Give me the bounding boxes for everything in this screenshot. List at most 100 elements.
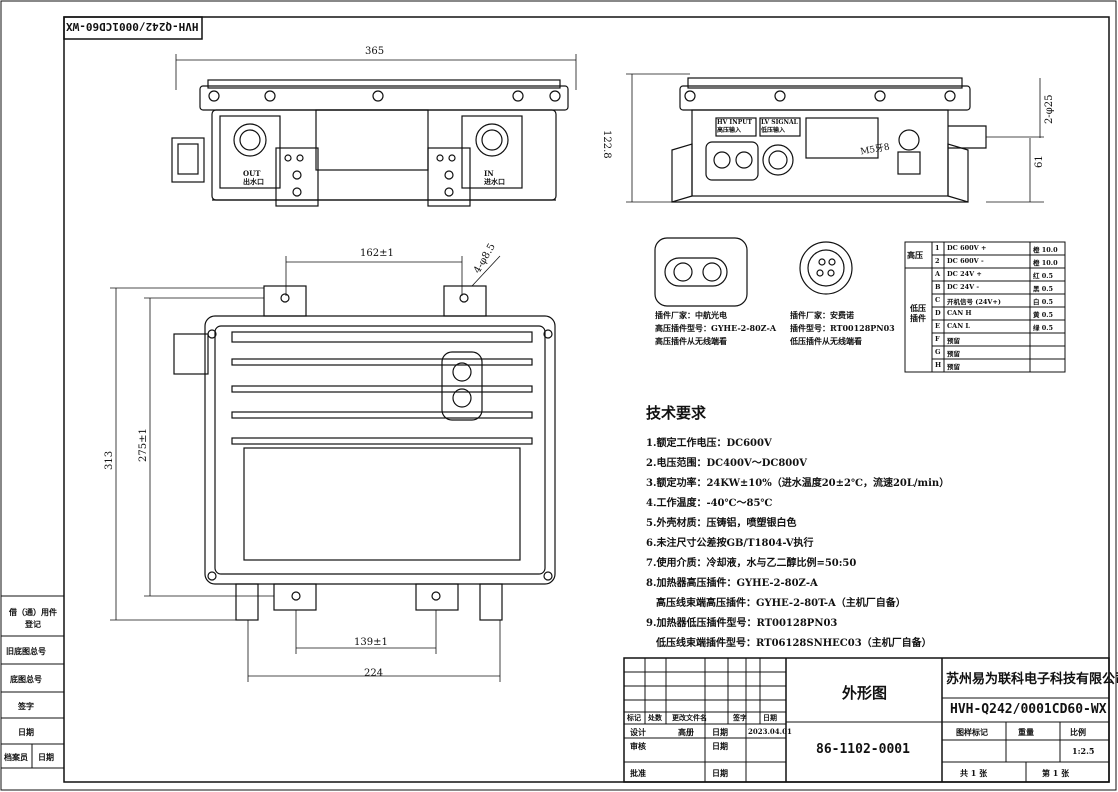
out-label: OUT 出水口 xyxy=(243,169,264,186)
pin-id: E xyxy=(935,322,940,330)
date-label-3: 日期 xyxy=(712,768,728,778)
pin-group-hv: 高压 xyxy=(907,250,923,260)
title-block-header-cell: 标记 xyxy=(627,713,641,722)
pin-signal: DC 24V - xyxy=(947,283,980,291)
tech-item: 4.工作温度：-40℃～85℃ xyxy=(646,498,773,509)
title-block-header-cell: 签字 xyxy=(733,713,747,722)
dim-mount-spacing-side: 275±1 xyxy=(138,428,149,462)
tech-item: 7.使用介质：冷却液，水与乙二醇比例=50:50 xyxy=(646,558,857,569)
dim-bottom-width: 224 xyxy=(364,668,384,679)
lv-note: 低压插件从无线端看 xyxy=(790,336,862,346)
lv-connector-face xyxy=(799,241,853,295)
dim-overall-height: 313 xyxy=(104,450,115,470)
pin-wire: 绿 0.5 xyxy=(1033,324,1054,332)
plan-dims xyxy=(110,255,501,682)
designer-name: 高册 xyxy=(678,727,694,737)
pin-signal: 预留 xyxy=(947,337,960,345)
pin-signal: CAN H xyxy=(947,309,972,317)
title-block-header-cell: 处数 xyxy=(648,713,662,722)
drawing-code-flipped: HVH-Q242/0001CD60-WX xyxy=(66,20,199,33)
pin-wire: 橙 10.0 xyxy=(1033,246,1058,254)
left-label-sign: 签字 xyxy=(18,701,34,711)
drawing-code: HVH-Q242/0001CD60-WX xyxy=(950,702,1107,717)
drawing-name: 外形图 xyxy=(842,684,888,702)
tech-item: 低压线束端插件型号：RT06128SNHEC03（主机厂自备） xyxy=(656,638,932,649)
pin-wire: 橙 10.0 xyxy=(1033,259,1058,267)
pin-table-grid xyxy=(904,241,1066,373)
hv-input-label: HV INPUT 高压输入 xyxy=(717,119,752,134)
lv-vendor: 插件厂家：安费诺 xyxy=(790,310,854,320)
drawing-number: 86-1102-0001 xyxy=(816,742,910,757)
sheet-count: 共 1 张 xyxy=(960,768,988,778)
tech-item: 6.未注尺寸公差按GB/T1804-V执行 xyxy=(646,538,814,549)
dim-top-width: 365 xyxy=(365,46,385,57)
tech-item: 8.加热器高压插件：GYHE-2-80Z-A xyxy=(646,578,818,589)
sheet-number: 第 1 张 xyxy=(1042,768,1070,778)
tech-item: 9.加热器低压插件型号：RT00128PN03 xyxy=(646,618,838,629)
approve-label: 批准 xyxy=(630,768,646,778)
pin-signal: DC 600V - xyxy=(947,257,984,265)
pin-id: G xyxy=(935,348,941,356)
pin-signal: 预留 xyxy=(947,363,960,371)
lv-input-label: LV SIGNAL 低压输入 xyxy=(761,119,798,134)
pin-id: B xyxy=(935,283,941,291)
in-label: IN 进水口 xyxy=(484,169,505,186)
tech-item: 高压线束端高压插件：GYHE-2-80T-A（主机厂自备） xyxy=(656,598,906,609)
weight-label: 重量 xyxy=(1018,727,1034,737)
left-label-old-base: 旧底图总号 xyxy=(6,646,46,656)
scale-value: 1:2.5 xyxy=(1072,746,1095,756)
title-block-header-cell: 日期 xyxy=(763,713,777,722)
tech-item: 3.额定功率：24KW±10%（进水温度20±2℃，流速20L/min） xyxy=(646,478,950,489)
left-label-borrow: 借（通）用件登记 xyxy=(9,607,57,629)
dim-mount-spacing-top: 162±1 xyxy=(360,248,394,259)
left-record-block xyxy=(1,595,64,769)
date-label: 日期 xyxy=(712,727,728,737)
pin-signal: CAN L xyxy=(947,322,970,330)
hv-connector-face xyxy=(654,237,748,307)
scale-label: 比例 xyxy=(1070,727,1086,737)
pin-group-lv: 低压插件 xyxy=(910,303,926,323)
tech-title: 技术要求 xyxy=(646,404,707,422)
pin-wire: 黄 0.5 xyxy=(1033,311,1054,319)
dim-pipe-height: 61 xyxy=(1034,155,1045,168)
hv-note: 高压插件从无线端看 xyxy=(655,336,727,346)
lv-model: 插件型号：RT00128PN03 xyxy=(790,323,895,333)
pin-signal: DC 600V + xyxy=(947,244,987,252)
side-view xyxy=(671,77,987,203)
dim-122.8 xyxy=(626,73,1044,203)
dim-mount-spacing-bottom: 139±1 xyxy=(354,637,388,648)
dim-side-height: 122.8 xyxy=(601,130,612,159)
review-label: 审核 xyxy=(630,741,646,751)
date-value: 2023.04.01 xyxy=(748,727,792,736)
pin-id: H xyxy=(935,361,942,369)
pin-wire: 白 0.5 xyxy=(1033,298,1054,306)
front-view xyxy=(171,79,569,207)
pin-signal: 预留 xyxy=(947,350,960,358)
title-block-header-cell: 更改文件名 xyxy=(672,713,707,722)
left-label-date-2: 日期 xyxy=(38,752,54,762)
company-name: 苏州易为联科电子科技有限公司 xyxy=(946,672,1118,687)
pin-signal: DC 24V + xyxy=(947,270,982,278)
dim-365 xyxy=(175,54,577,90)
dim-pipe-dia: 2-φ25 xyxy=(1044,94,1055,124)
pin-id: F xyxy=(935,335,940,343)
tech-item: 5.外壳材质：压铸铝，喷塑银白色 xyxy=(646,518,797,529)
pin-id: 2 xyxy=(935,257,940,265)
left-label-date: 日期 xyxy=(18,727,34,737)
stage-label: 图样标记 xyxy=(956,727,988,737)
hv-vendor: 插件厂家：中航光电 xyxy=(655,310,727,320)
pin-signal: 开机信号 (24V+) xyxy=(947,298,1001,306)
pin-wire: 黑 0.5 xyxy=(1033,285,1054,293)
pin-id: D xyxy=(935,309,941,317)
plan-view xyxy=(173,285,556,621)
hv-model: 高压插件型号：GYHE-2-80Z-A xyxy=(655,323,777,333)
title-block-grid xyxy=(623,657,1110,783)
pin-id: 1 xyxy=(935,244,940,252)
pin-id: A xyxy=(935,270,941,278)
tech-item: 1.额定工作电压：DC600V xyxy=(646,438,772,449)
pin-id: C xyxy=(935,296,941,304)
inner-border xyxy=(63,16,1110,783)
tech-item: 2.电压范围：DC400V～DC800V xyxy=(646,458,807,469)
